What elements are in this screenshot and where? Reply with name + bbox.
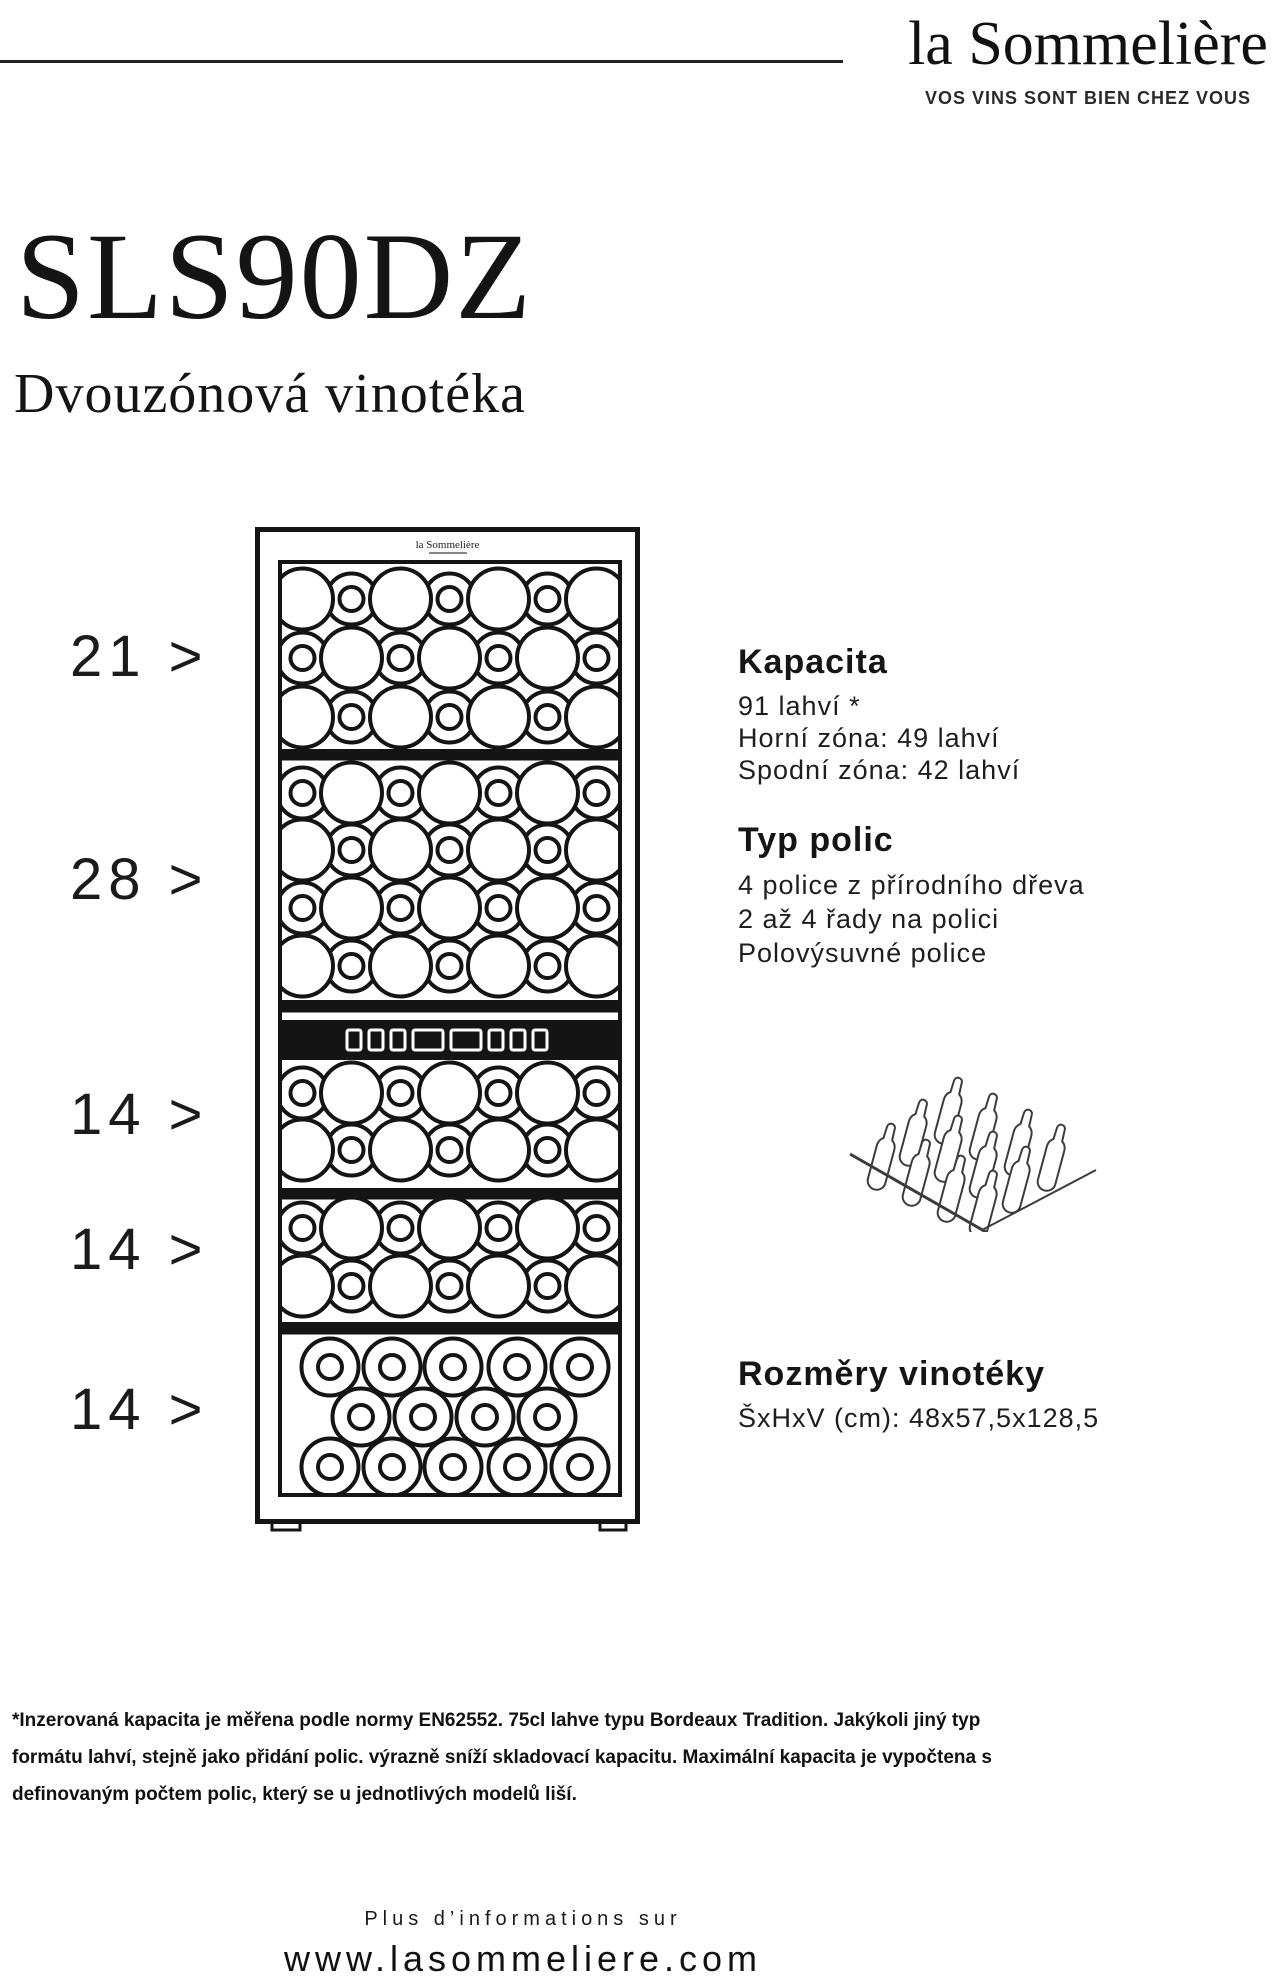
brand-logo: la Sommelière VOS VINS SONT BIEN CHEZ VO… xyxy=(898,2,1278,109)
spec-capacity: Kapacita 91 lahví * Horní zóna: 49 lahví… xyxy=(738,642,1258,786)
fridge-brand-tagline-mark xyxy=(429,552,467,554)
spec-line: Horní zóna: 49 lahví xyxy=(738,723,1000,753)
row-capacity-label: 14 > xyxy=(70,1377,209,1442)
wine-fridge-diagram: la Sommelière xyxy=(255,527,640,1532)
spec-line: ŠxHxV (cm): 48x57,5x128,5 xyxy=(738,1403,1100,1433)
footnote-line: definovaným počtem polic, který se u jed… xyxy=(12,1784,577,1805)
footnote: *Inzerovaná kapacita je měřena podle nor… xyxy=(12,1702,1274,1813)
fridge-brand-label: la Sommelière xyxy=(416,539,480,551)
spec-line: Spodní zóna: 42 lahví xyxy=(738,755,1021,785)
brand-tagline: VOS VINS SONT BIEN CHEZ VOUS xyxy=(924,88,1252,108)
spec-heading: Rozměry vinotéky xyxy=(738,1355,1045,1393)
row-capacity-label: 21 > xyxy=(70,624,209,689)
footnote-line: *Inzerovaná kapacita je měřena podle nor… xyxy=(12,1710,981,1731)
spec-line: Polovýsuvné police xyxy=(738,938,988,968)
spec-line: 4 police z přírodního dřeva xyxy=(738,870,1085,900)
row-capacity-label: 14 > xyxy=(70,1217,209,1282)
spec-dimensions: Rozměry vinotéky ŠxHxV (cm): 48x57,5x128… xyxy=(738,1354,1258,1434)
spec-heading: Typ polic xyxy=(738,821,894,859)
page-subtitle: Dvouzónová vinotéka xyxy=(14,363,526,425)
row-capacity-label: 14 > xyxy=(70,1082,209,1147)
spec-shelves: Typ polic 4 police z přírodního dřeva 2 … xyxy=(738,820,1258,970)
footnote-line: formátu lahví, stejně jako přidání polic… xyxy=(12,1747,992,1768)
brand-logo-text: la Sommelière xyxy=(908,10,1268,78)
spec-heading: Kapacita xyxy=(738,643,888,681)
row-capacity-label: 28 > xyxy=(70,847,209,912)
spec-line: 91 lahví * xyxy=(738,691,861,721)
footer-info-text: Plus d’informations sur xyxy=(364,1908,682,1930)
footer-website: www.lasommeliere.com xyxy=(283,1938,763,1979)
spec-line: 2 až 4 řady na polici xyxy=(738,904,1000,934)
page-title: SLS90DZ xyxy=(16,208,533,345)
bottle-stack-illustration xyxy=(849,1076,1097,1232)
top-rule-line xyxy=(0,60,843,63)
